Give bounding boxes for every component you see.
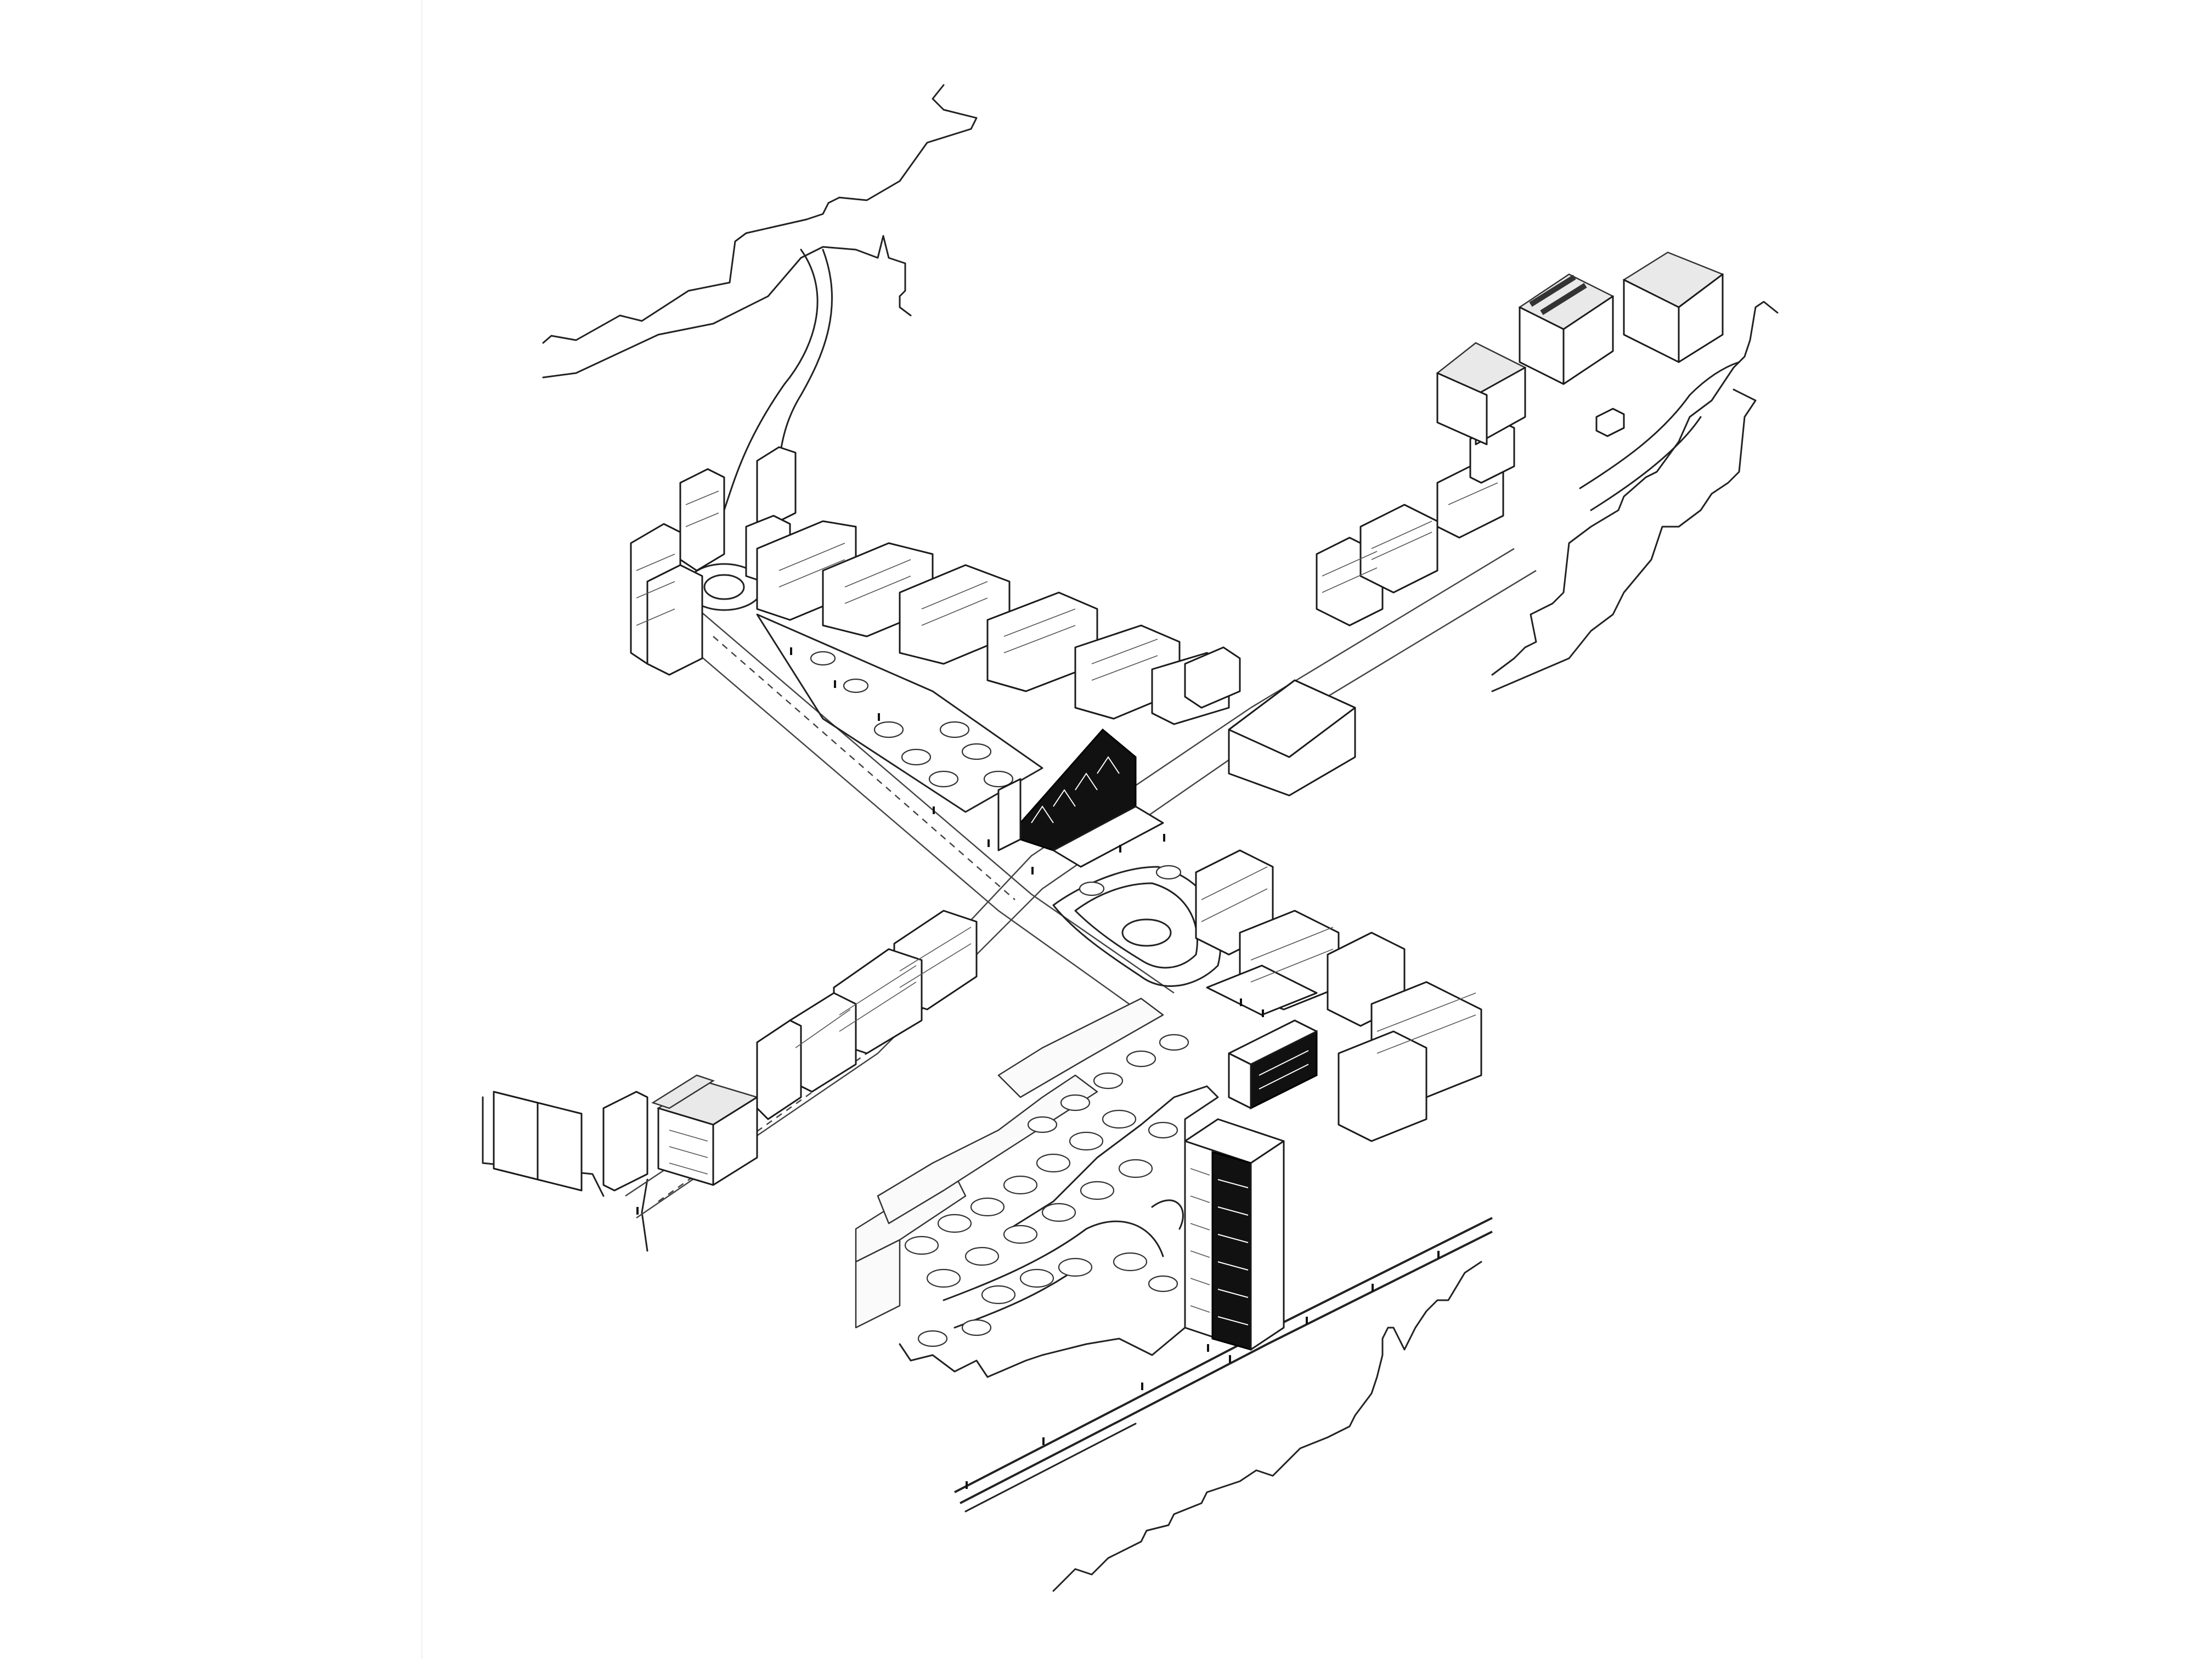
north-plaza	[756, 613, 1043, 813]
context-outline-right	[1491, 301, 1779, 692]
context-outline-bottom-right	[1052, 1261, 1482, 1592]
large-block-east	[1228, 421, 1515, 797]
tall-tower	[1184, 1118, 1285, 1351]
context-outline-top-left	[542, 84, 978, 517]
main-diagonal-street	[658, 603, 1175, 1022]
pedestrian-figures	[636, 647, 1440, 1489]
east-block-courtyard	[1195, 849, 1482, 1142]
southern-garden-quarter	[855, 997, 1219, 1378]
building-cluster-northwest	[630, 446, 797, 676]
dark-facade-hall-north	[997, 728, 1164, 868]
page-margin-line	[421, 0, 422, 1659]
terraced-row-west	[493, 910, 978, 1192]
terraced-row-north	[756, 520, 1241, 725]
central-junction-park	[1052, 865, 1222, 987]
dark-facade-block-middle	[1228, 1019, 1318, 1110]
roof-structures-northeast	[1436, 251, 1724, 445]
